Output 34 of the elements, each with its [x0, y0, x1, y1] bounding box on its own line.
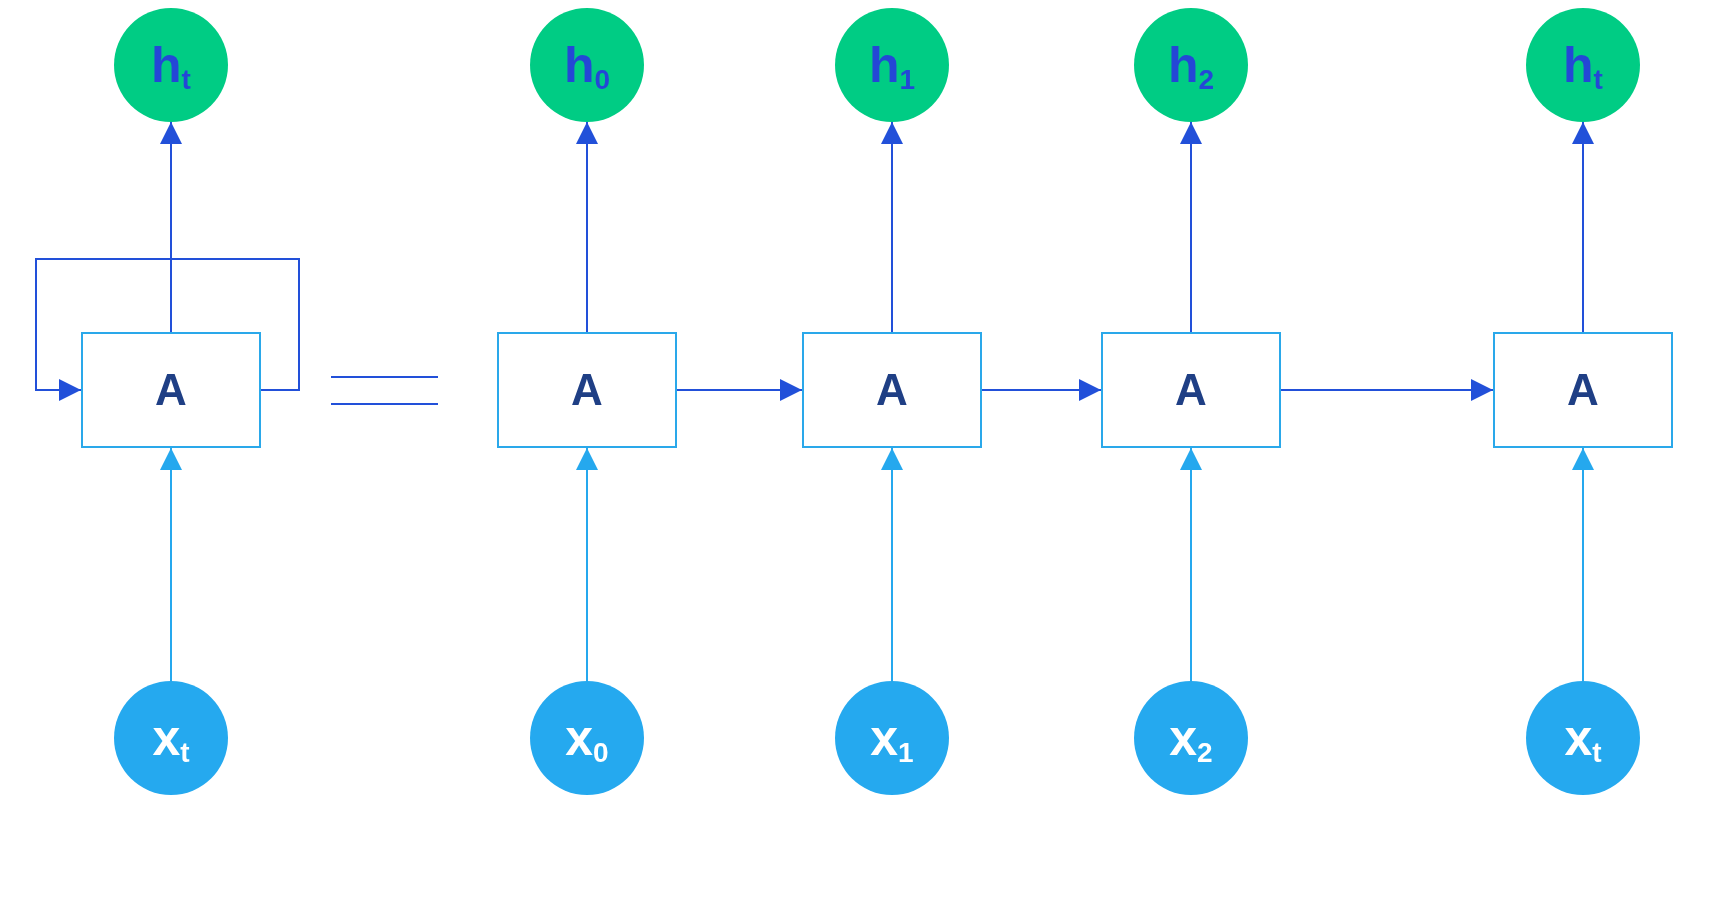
cell-box — [81, 332, 261, 448]
node-label: x$_{t}$ — [152, 713, 190, 763]
arrow — [881, 447, 903, 682]
node-label: h$_{t}$ — [1563, 40, 1603, 90]
node-label: h$_{0}$ — [563, 40, 611, 90]
node-label: x$_{t}$ — [1564, 713, 1602, 763]
arrow — [576, 121, 598, 333]
node-label: A — [571, 368, 603, 412]
arrow — [881, 121, 903, 333]
arrow — [576, 447, 598, 682]
cell-box — [1493, 332, 1673, 448]
cell-box — [802, 332, 982, 448]
node-label: x$_{1}$ — [870, 713, 914, 763]
arrow — [1180, 121, 1202, 333]
arrow — [981, 379, 1102, 401]
arrow — [1572, 447, 1594, 682]
arrow — [35, 258, 300, 401]
node-label: x$_{0}$ — [565, 713, 609, 763]
arrow — [1180, 447, 1202, 682]
cell-box — [497, 332, 677, 448]
node-label: h$_{2}$ — [1167, 40, 1215, 90]
node-label: A — [1175, 368, 1207, 412]
arrow — [676, 379, 803, 401]
node-label: x$_{2}$ — [1169, 713, 1213, 763]
arrow — [1280, 379, 1494, 401]
node-label: A — [155, 368, 187, 412]
arrow — [1572, 121, 1594, 333]
node-label: A — [1567, 368, 1599, 412]
arrow — [160, 447, 182, 682]
node-label: h$_{t}$ — [151, 40, 191, 90]
cell-box — [1101, 332, 1281, 448]
arrow — [160, 121, 182, 333]
node-label: A — [876, 368, 908, 412]
node-label: h$_{1}$ — [868, 40, 916, 90]
